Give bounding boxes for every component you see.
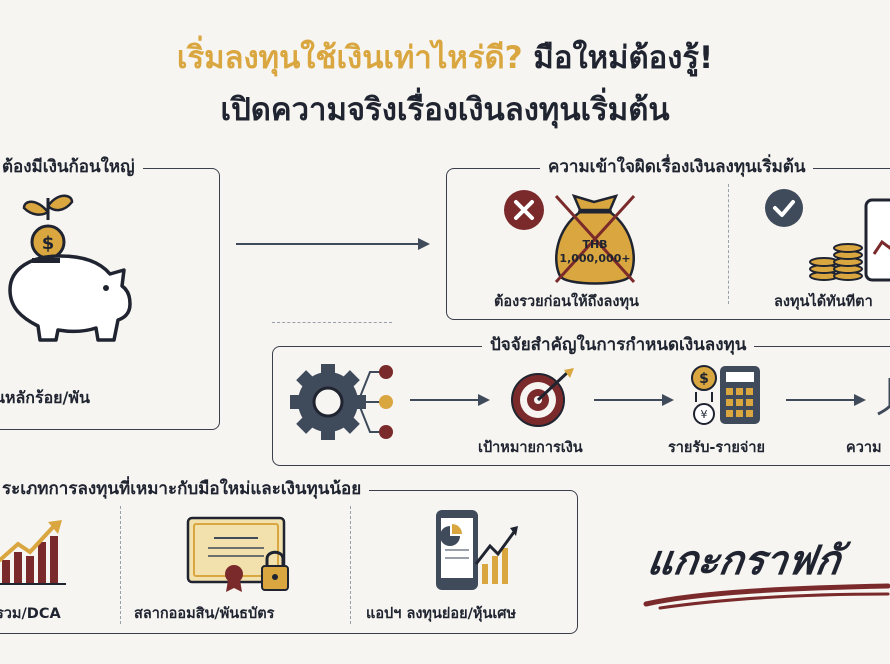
calculator-icon: $ ¥ bbox=[691, 365, 760, 425]
mobile-app-icon bbox=[436, 510, 518, 590]
type-item-bond: สลากออมสิน/พันธบัตร bbox=[134, 606, 275, 622]
title-highlight: เริ่มลงทุนใช้เงินเท่าไหร่ดี? bbox=[176, 40, 523, 76]
money-bag-label: THB 1,000,000+ bbox=[559, 238, 631, 265]
type-item-fund: รวม/DCA bbox=[0, 606, 61, 622]
type-item-app: แอปฯ ลงทุนย่อย/หุ้นเศษ bbox=[366, 606, 517, 622]
arrow-right-icon bbox=[786, 394, 866, 406]
factor-item-income: รายรับ-รายจ่าย bbox=[668, 440, 765, 456]
shield-icon bbox=[877, 378, 890, 416]
svg-text:¥: ¥ bbox=[701, 408, 708, 421]
target-icon bbox=[511, 368, 574, 427]
main-title-line1: เริ่มลงทุนใช้เงินเท่าไหร่ดี? มือใหม่ต้อง… bbox=[0, 38, 890, 78]
brand-underline bbox=[643, 583, 890, 610]
coins-stack-icon bbox=[809, 243, 863, 281]
factors-panel-title: ปัจจัยสำคัญในการกำหนดเงินลงทุน bbox=[482, 334, 755, 356]
myth-panel-title: ความเข้าใจผิดเรื่องเงินลงทุนเริ่มต้น bbox=[540, 156, 814, 178]
certificate-icon bbox=[186, 516, 289, 592]
factor-item-goal: เป้าหมายการเงิน bbox=[478, 440, 583, 456]
right-caption: ลงทุนได้ทันทีตา bbox=[774, 294, 873, 310]
factors-panel bbox=[272, 346, 890, 466]
piggy-bank-icon: $ bbox=[8, 194, 132, 342]
gear-network-icon bbox=[290, 364, 393, 440]
title-rest: มือใหม่ต้องรู้! bbox=[533, 40, 714, 76]
arrow-right-icon bbox=[594, 394, 674, 406]
left-panel-caption: นหลักร้อย/พัน bbox=[0, 388, 90, 407]
types-divider-2 bbox=[350, 506, 351, 624]
money-bag-icon bbox=[554, 194, 636, 285]
myth-divider bbox=[728, 184, 729, 304]
svg-text:$: $ bbox=[42, 233, 55, 254]
types-panel-title: ระเภทการลงทุนที่เหมาะกับมือใหม่และเงินทุ… bbox=[0, 478, 370, 500]
phone-chart-icon bbox=[864, 198, 890, 282]
arrow-right-icon bbox=[410, 394, 490, 406]
growth-chart-icon bbox=[0, 520, 66, 585]
wrong-caption: ต้องรวยก่อนให้ถึงลงทุน bbox=[494, 294, 639, 310]
section-divider bbox=[272, 322, 392, 323]
factor-item-risk: ความ bbox=[846, 440, 882, 456]
main-title-line2: เปิดความจริงเรื่องเงินลงทุนเริ่มต้น bbox=[220, 92, 670, 128]
svg-text:$: $ bbox=[699, 371, 709, 387]
wrong-icon bbox=[504, 190, 544, 230]
left-panel-title: ต้องมีเงินก้อนใหญ่ bbox=[0, 156, 143, 178]
types-panel bbox=[0, 490, 578, 634]
types-divider-1 bbox=[120, 506, 121, 624]
arrow-right-icon bbox=[236, 238, 430, 250]
check-icon bbox=[765, 189, 803, 227]
